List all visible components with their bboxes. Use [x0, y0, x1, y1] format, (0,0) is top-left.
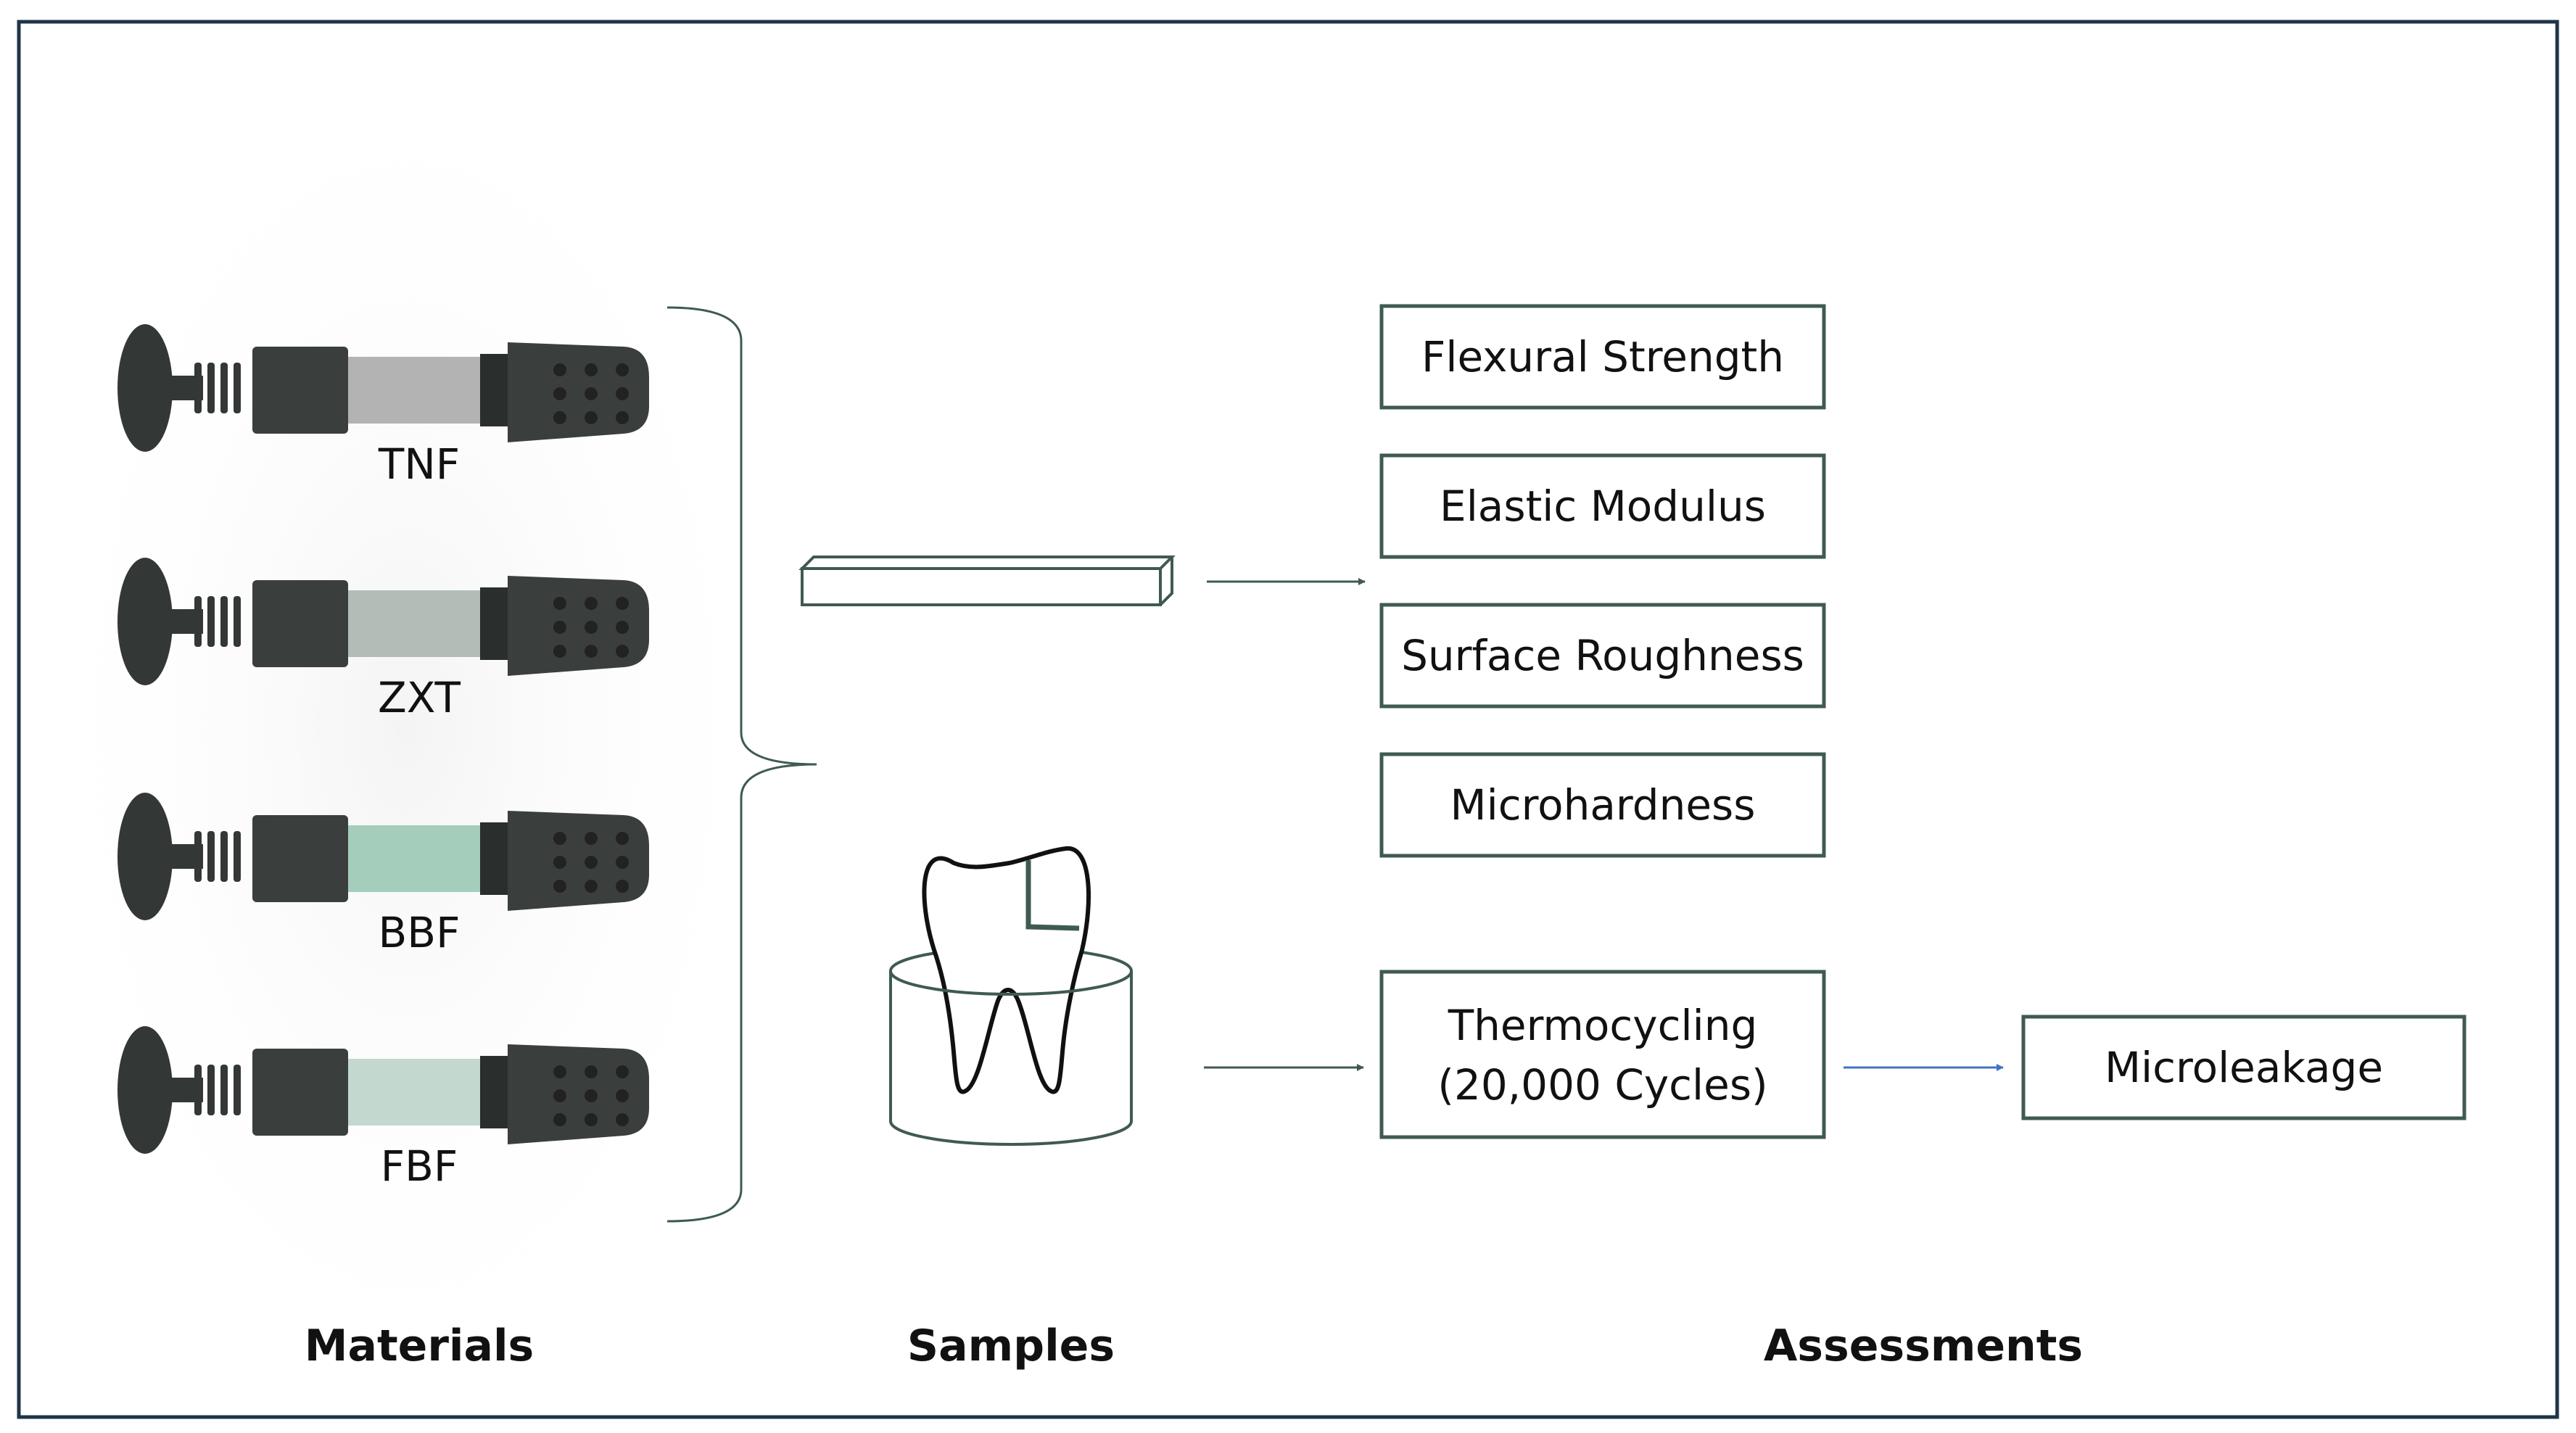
syringe-barrel-bbf: [348, 825, 483, 892]
test-label-elastic-modulus: Elastic Modulus: [1440, 482, 1766, 531]
test-box-microhardness: [1379, 752, 1826, 858]
test-label-flexural-strength: Flexural Strength: [1421, 332, 1784, 381]
syringe-barrel-zxt: [348, 590, 483, 657]
test-label-thermocycling: Thermocycling: [1448, 1001, 1758, 1050]
syringe-fbf: [117, 1026, 649, 1154]
column-heading-materials: Materials: [305, 1321, 534, 1371]
syringe-tnf: [117, 324, 649, 452]
syringe-icon: [117, 324, 649, 452]
figure-border: [17, 20, 2559, 1419]
test-box-thermocycling: [1379, 970, 1826, 1139]
syringe-icon: [117, 1026, 649, 1154]
tooth-outline: [922, 846, 1091, 1094]
material-label-zxt: ZXT: [378, 673, 461, 722]
bar-specimen-icon: [798, 556, 1176, 606]
material-label-tnf: TNF: [378, 439, 460, 489]
syringe-icon: [117, 558, 649, 685]
materials-backdrop: [29, 36, 783, 1414]
syringe-bbf: [117, 793, 649, 920]
test-box-elastic-modulus: [1379, 453, 1826, 559]
syringe-icon: [117, 793, 649, 920]
syringe-barrel-tnf: [348, 357, 483, 424]
syringe-zxt: [117, 558, 649, 685]
materials-brace: [666, 306, 817, 1223]
material-label-fbf: FBF: [381, 1141, 458, 1191]
test-label-microleakage: Microleakage: [2105, 1043, 2383, 1092]
test-box-flexural-strength: [1379, 304, 1826, 410]
test-label-microhardness: Microhardness: [1450, 780, 1756, 830]
test-box-microleakage: [2021, 1015, 2466, 1120]
test-label-thermocycling-cycles: (20,000 Cycles): [1437, 1060, 1767, 1110]
syringe-barrel-fbf: [348, 1059, 483, 1126]
restoration-outline: [1025, 860, 1080, 931]
cylinder-front: [889, 970, 1133, 1146]
tooth-specimen-icon: [889, 846, 1133, 1146]
test-label-surface-roughness: Surface Roughness: [1401, 631, 1804, 680]
column-heading-samples: Samples: [907, 1321, 1115, 1371]
column-heading-assessments: Assessments: [1764, 1321, 2083, 1371]
test-box-surface-roughness: [1379, 603, 1826, 709]
material-label-bbf: BBF: [379, 908, 461, 957]
